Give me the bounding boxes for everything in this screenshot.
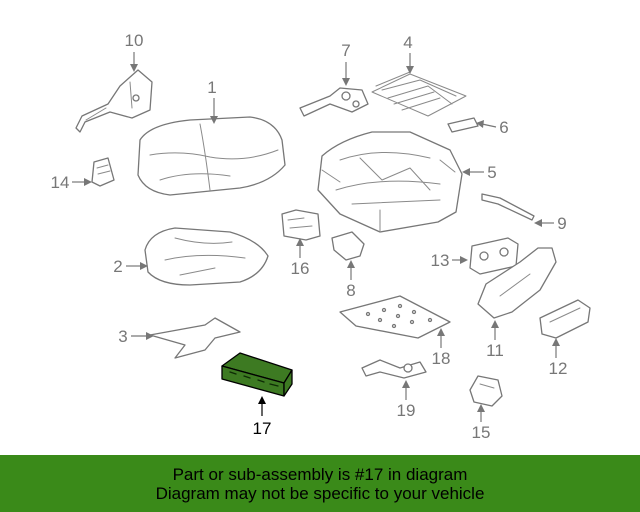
part-11-side-trim — [477, 247, 557, 319]
callout-6: 6 — [476, 118, 509, 137]
callout-15: 15 — [472, 404, 491, 442]
banner-line-1: Part or sub-assembly is #17 in diagram — [172, 464, 468, 484]
callout-2: 2 — [113, 257, 148, 276]
callout-11: 11 — [486, 320, 504, 360]
part-8-motor — [331, 231, 365, 261]
callout-7: 7 — [341, 41, 351, 86]
callout-label-8: 8 — [346, 281, 355, 300]
callout-1: 1 — [207, 78, 218, 124]
callout-label-5: 5 — [487, 163, 496, 182]
part-1-cushion-cover — [137, 116, 286, 196]
part-12-trim-cover — [539, 299, 591, 339]
part-2-cushion-pad — [144, 227, 269, 286]
part-6-bar — [447, 117, 479, 133]
part-18-seat-pan — [339, 295, 451, 339]
callout-label-12: 12 — [549, 359, 568, 378]
part-16-connector — [281, 209, 321, 241]
callout-4: 4 — [403, 33, 414, 74]
callout-13: 13 — [431, 251, 468, 270]
callout-label-7: 7 — [341, 41, 350, 60]
part-15-clip — [469, 375, 503, 407]
callout-label-9: 9 — [557, 214, 566, 233]
callout-10: 10 — [125, 31, 144, 72]
part-5-seat-frame — [317, 131, 463, 233]
callout-5: 5 — [462, 163, 497, 182]
callout-label-17: 17 — [253, 419, 272, 438]
callout-label-3: 3 — [118, 327, 127, 346]
callout-18: 18 — [432, 328, 451, 368]
callout-3: 3 — [118, 327, 154, 346]
part-4-spring-grid — [371, 71, 467, 117]
callout-label-16: 16 — [291, 259, 310, 278]
callout-12: 12 — [549, 338, 568, 378]
callout-label-15: 15 — [472, 423, 491, 442]
callout-19: 19 — [397, 380, 416, 420]
callout-label-18: 18 — [432, 349, 451, 368]
part-7-adjuster — [299, 87, 369, 117]
callout-16: 16 — [291, 238, 310, 278]
callout-label-14: 14 — [51, 173, 70, 192]
callout-label-13: 13 — [431, 251, 450, 270]
callout-14: 14 — [51, 173, 92, 192]
callout-9: 9 — [534, 214, 567, 233]
info-banner: Part or sub-assembly is #17 in diagram D… — [0, 455, 640, 512]
callout-label-6: 6 — [499, 118, 508, 137]
part-19-strap — [361, 359, 427, 379]
part-17-module — [221, 352, 293, 397]
callout-label-2: 2 — [113, 257, 122, 276]
callout-label-19: 19 — [397, 401, 416, 420]
callout-8: 8 — [346, 260, 356, 300]
callout-label-11: 11 — [486, 341, 504, 360]
callout-17: 17 — [253, 396, 272, 438]
banner-line-2: Diagram may not be specific to your vehi… — [155, 483, 485, 503]
callout-label-4: 4 — [403, 33, 412, 52]
part-3-mat — [149, 317, 241, 359]
callout-label-10: 10 — [125, 31, 144, 50]
callout-label-1: 1 — [207, 78, 216, 97]
part-14-switch — [91, 157, 115, 187]
seat-parts-diagram: 1 2 3 4 5 6 7 8 9 10 — [51, 31, 591, 442]
part-10-bracket — [75, 69, 153, 133]
part-9-rod — [481, 193, 535, 221]
part-13-control — [469, 237, 519, 275]
